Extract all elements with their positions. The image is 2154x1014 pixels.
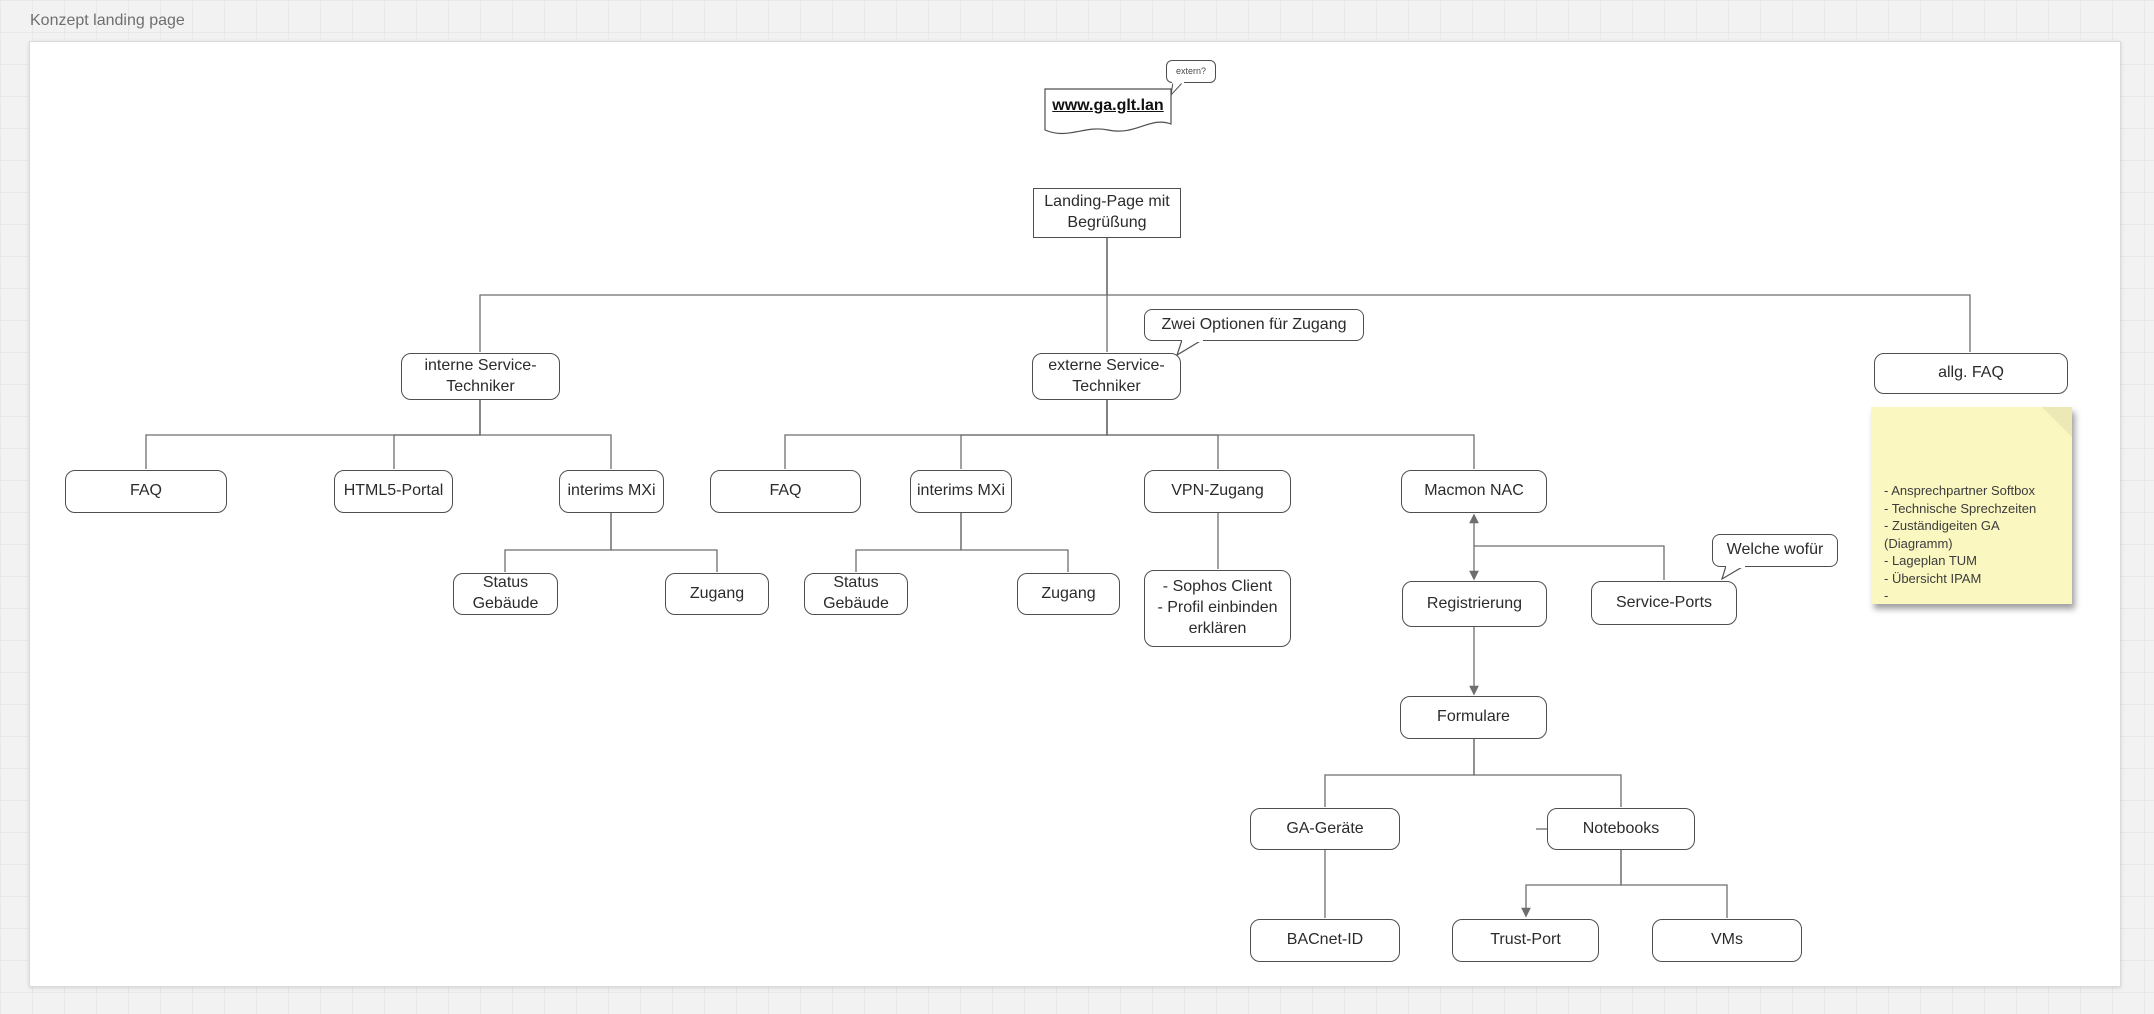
edge-mximid-status[interactable] [855, 513, 962, 572]
edge-landing-interne[interactable] [479, 238, 1108, 352]
edge-mxileft-zugang[interactable] [610, 513, 718, 572]
edge-interne-mxi[interactable] [479, 400, 612, 469]
document-shape [1044, 88, 1172, 135]
node-ga-geraete[interactable]: GA-Geräte [1250, 808, 1400, 850]
node-interne-service-techniker[interactable]: interne Service- Techniker [401, 353, 560, 400]
node-trust-port[interactable]: Trust-Port [1452, 919, 1599, 962]
node-externe-service-techniker[interactable]: externe Service- Techniker [1032, 353, 1181, 400]
diagram-title: Konzept landing page [30, 12, 185, 29]
node-status-gebaeude-extern[interactable]: Status Gebäude [804, 573, 908, 615]
node-allg-faq[interactable]: allg. FAQ [1874, 353, 2068, 394]
note-fold-corner [2042, 407, 2072, 437]
node-zugang-extern[interactable]: Zugang [1017, 573, 1120, 615]
node-macmon-nac[interactable]: Macmon NAC [1401, 470, 1547, 513]
note-text: - Ansprechpartner Softbox - Technische S… [1884, 483, 2037, 604]
url-label: www.ga.glt.lan [1052, 97, 1164, 114]
node-notebooks[interactable]: Notebooks [1547, 808, 1695, 850]
edge-formulare-gageraete[interactable] [1324, 739, 1475, 807]
edge-mxileft-status[interactable] [504, 513, 612, 572]
callout-zwei-optionen[interactable]: Zwei Optionen für Zugang [1144, 309, 1364, 341]
node-registrierung[interactable]: Registrierung [1402, 581, 1547, 627]
edge-externe-mxi[interactable] [960, 400, 1108, 469]
node-zugang-intern[interactable]: Zugang [665, 573, 769, 615]
node-faq-intern[interactable]: FAQ [65, 470, 227, 513]
edge-notebooks-trustport[interactable] [1521, 850, 1622, 918]
node-service-ports[interactable]: Service-Ports [1591, 581, 1737, 625]
sticky-note[interactable]: - Ansprechpartner Softbox - Technische S… [1871, 407, 2072, 604]
edge-externe-macmon[interactable] [1106, 400, 1475, 469]
callout-welche-wofuer[interactable]: Welche wofür [1712, 534, 1838, 567]
edge-mximid-zugang[interactable] [960, 513, 1069, 572]
node-vms[interactable]: VMs [1652, 919, 1802, 962]
node-formulare[interactable]: Formulare [1400, 696, 1547, 739]
node-vpn-zugang[interactable]: VPN-Zugang [1144, 470, 1291, 513]
node-landing-page[interactable]: Landing-Page mit Begrüßung [1033, 188, 1181, 238]
node-faq-extern[interactable]: FAQ [710, 470, 861, 513]
node-bacnet-id[interactable]: BACnet-ID [1250, 919, 1400, 962]
edge-interne-html5[interactable] [393, 400, 481, 469]
edge-formulare-notebooks[interactable] [1473, 739, 1622, 807]
node-status-gebaeude-intern[interactable]: Status Gebäude [453, 573, 558, 615]
node-interims-mxi-extern[interactable]: interims MXi [910, 470, 1012, 513]
node-url-document[interactable]: www.ga.glt.lan [1044, 88, 1172, 138]
edge-notebooks-vms[interactable] [1620, 850, 1728, 918]
edge-macmon-serviceports[interactable] [1474, 545, 1665, 580]
callout-extern[interactable]: extern? [1166, 60, 1216, 83]
node-interims-mxi-intern[interactable]: interims MXi [559, 470, 664, 513]
edge-landing-allgfaq[interactable] [1106, 238, 1971, 352]
node-sophos-client[interactable]: - Sophos Client - Profil einbinden erklä… [1144, 570, 1291, 647]
node-html5-portal[interactable]: HTML5-Portal [334, 470, 453, 513]
